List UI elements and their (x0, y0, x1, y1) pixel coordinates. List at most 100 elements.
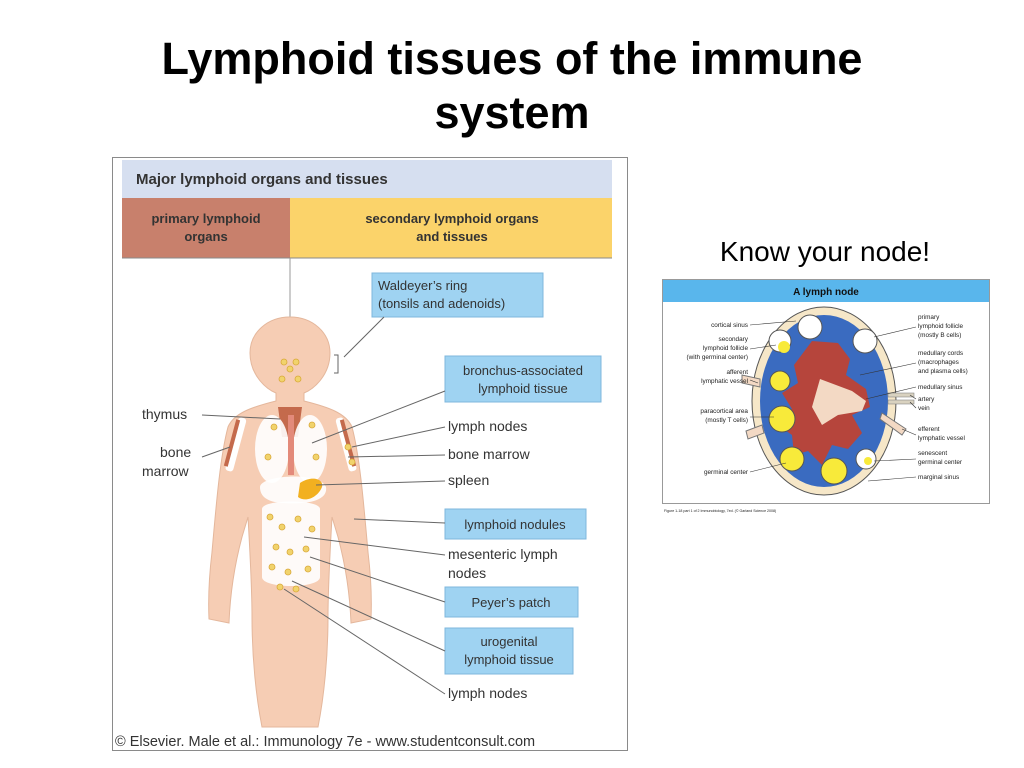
senescent-center (864, 457, 872, 465)
node-left-labels: cortical sinus secondary lymphoid follic… (687, 322, 749, 476)
secondary-header-line-2: and tissues (416, 229, 488, 244)
balt-label-line-2: lymphoid tissue (478, 381, 568, 396)
lymph-node-drawing (741, 306, 915, 496)
primary-follicle-label-line-2: lymphoid follicle (918, 323, 964, 330)
peyers-patch-callout (444, 586, 579, 618)
lymphoid-organs-figure: Major lymphoid organs and tissues primar… (112, 157, 628, 751)
paracortical-label-line-2: (mostly T cells) (705, 417, 748, 424)
know-your-node-caption: Know your node! (719, 236, 931, 267)
primary-follicle-label-line-3: (mostly B cells) (918, 332, 961, 339)
medullary-cords-label-line-3: and plasma cells) (918, 368, 968, 375)
urogenital-label-line-1: urogenital (480, 634, 537, 649)
efferent-vessel (879, 412, 907, 436)
secondary-header-line-1: secondary lymphoid organs (365, 211, 538, 226)
afferent-vessel-lower (745, 424, 765, 440)
paracortical-follicle (768, 405, 796, 433)
secondary-organs-header (290, 198, 612, 258)
artery-vessel (887, 392, 915, 398)
senescent-center-label-line-2: germinal center (918, 459, 963, 466)
node-right-labels: primary lymphoid follicle (mostly B cell… (918, 314, 968, 481)
germinal-center-label: germinal center (704, 469, 749, 476)
bone-marrow-right-leader (347, 454, 446, 458)
node-figure-header: A lymph node (793, 287, 859, 298)
mesenteric-leader (303, 536, 446, 556)
secondary-follicle-label-line-3: (with germinal center) (687, 354, 748, 361)
medullary-cords-label-line-2: (macrophages (918, 359, 959, 366)
bone-marrow-right-label: bone marrow (448, 446, 531, 462)
trachea (288, 415, 294, 475)
peyers-patch-leader (309, 556, 446, 603)
figure-header: Major lymphoid organs and tissues (136, 171, 388, 188)
efferent-vessel-label-line-1: efferent (918, 426, 940, 433)
efferent-vessel-label-line-2: lymphatic vessel (918, 435, 965, 442)
balt-callout (444, 355, 602, 403)
primary-organs-header (122, 198, 290, 258)
waldeyers-ring-label-line-2: (tonsils and adenoids) (378, 296, 505, 311)
marginal-sinus-label: marginal sinus (918, 474, 959, 481)
lymph-nodes-lower-label: lymph nodes (448, 685, 527, 701)
left-lung (255, 415, 289, 483)
right-lung (293, 415, 327, 483)
spleen-leader (315, 480, 446, 486)
lymphoid-nodules-label: lymphoid nodules (464, 517, 566, 532)
peyers-patch-label: Peyer’s patch (471, 595, 550, 610)
primary-header-line-2: organs (184, 229, 227, 244)
urogenital-callout (444, 627, 574, 675)
medullary-sinus (812, 379, 866, 425)
lymph-nodes-upper-label: lymph nodes (448, 418, 527, 434)
figure-credit: © Elsevier. Male et al.: Immunology 7e -… (115, 734, 535, 750)
vein-vessel (887, 399, 915, 405)
vein-label: vein (918, 405, 930, 412)
germinal-center-follicle (779, 446, 805, 472)
primary-follicle-right (852, 328, 878, 354)
paracortical-label-line-1: paracortical area (700, 408, 748, 415)
primary-follicle-top (797, 314, 823, 340)
primary-follicle-label-line-1: primary (918, 314, 940, 321)
afferent-vessel-upper (741, 374, 761, 388)
waldeyers-ring-callout (371, 272, 544, 318)
afferent-vessel-label-line-1: afferent (726, 369, 748, 376)
node-right-leaders (859, 326, 917, 482)
lymph-nodes-upper-leader (351, 426, 446, 448)
lymphoid-nodules-leader (353, 518, 446, 524)
primary-header-line-1: primary lymphoid (151, 211, 260, 226)
bone-marrow-leader-left (201, 446, 231, 458)
thymus-label: thymus (142, 406, 187, 422)
right-marrow (339, 419, 357, 467)
senescent-center-label-line-1: senescent (918, 450, 947, 457)
medullary-sinus-label: medullary sinus (918, 384, 962, 391)
lymph-node-dots (264, 358, 356, 593)
balt-label-line-1: bronchus-associated (463, 363, 583, 378)
secondary-follicle-center (778, 341, 790, 353)
node-figure-footnote: Figure 1-18 part 1 of 2 Immunobiology, 7… (664, 509, 776, 513)
bone-marrow-label-line-1: bone (160, 444, 191, 460)
lower-follicle (820, 457, 848, 485)
slide-title-line-1: Lymphoid tissues of the immune (161, 33, 863, 84)
secondary-follicle-label-line-2: lymphoid follicle (703, 345, 749, 352)
thymus-leader (201, 414, 281, 420)
medullary-cords-label-line-1: medullary cords (918, 350, 963, 357)
bone-marrow-label-line-2: marrow (142, 463, 190, 479)
afferent-follicle (769, 370, 791, 392)
lymph-nodes-lower-leader (283, 588, 446, 695)
artery-label: artery (918, 396, 935, 403)
left-marrow (223, 419, 241, 467)
urogenital-label-line-2: lymphoid tissue (464, 652, 554, 667)
slide-title-line-2: system (434, 87, 590, 138)
mesenteric-label-line-1: mesenteric lymph (448, 546, 558, 562)
intestines (262, 501, 320, 586)
figure-header-band (122, 160, 612, 198)
lymphoid-nodules-callout (444, 508, 587, 540)
urogenital-leader (291, 580, 446, 652)
node-left-leaders (749, 320, 797, 473)
balt-leader (311, 390, 446, 444)
lymph-node-figure: A lymph node cortical sinus secondary ly… (662, 279, 990, 513)
spleen-label: spleen (448, 472, 489, 488)
slide-title: Lymphoid tissues of the immune system (0, 32, 1024, 140)
secondary-follicle-label-line-1: secondary (719, 336, 749, 343)
waldeyers-ring-label-line-1: Waldeyer’s ring (378, 278, 467, 293)
waldeyers-ring-leader (334, 316, 385, 374)
cortical-sinus-label: cortical sinus (711, 322, 748, 329)
left-humerus (225, 417, 247, 472)
afferent-vessel-label-line-2: lymphatic vessel (701, 378, 748, 385)
